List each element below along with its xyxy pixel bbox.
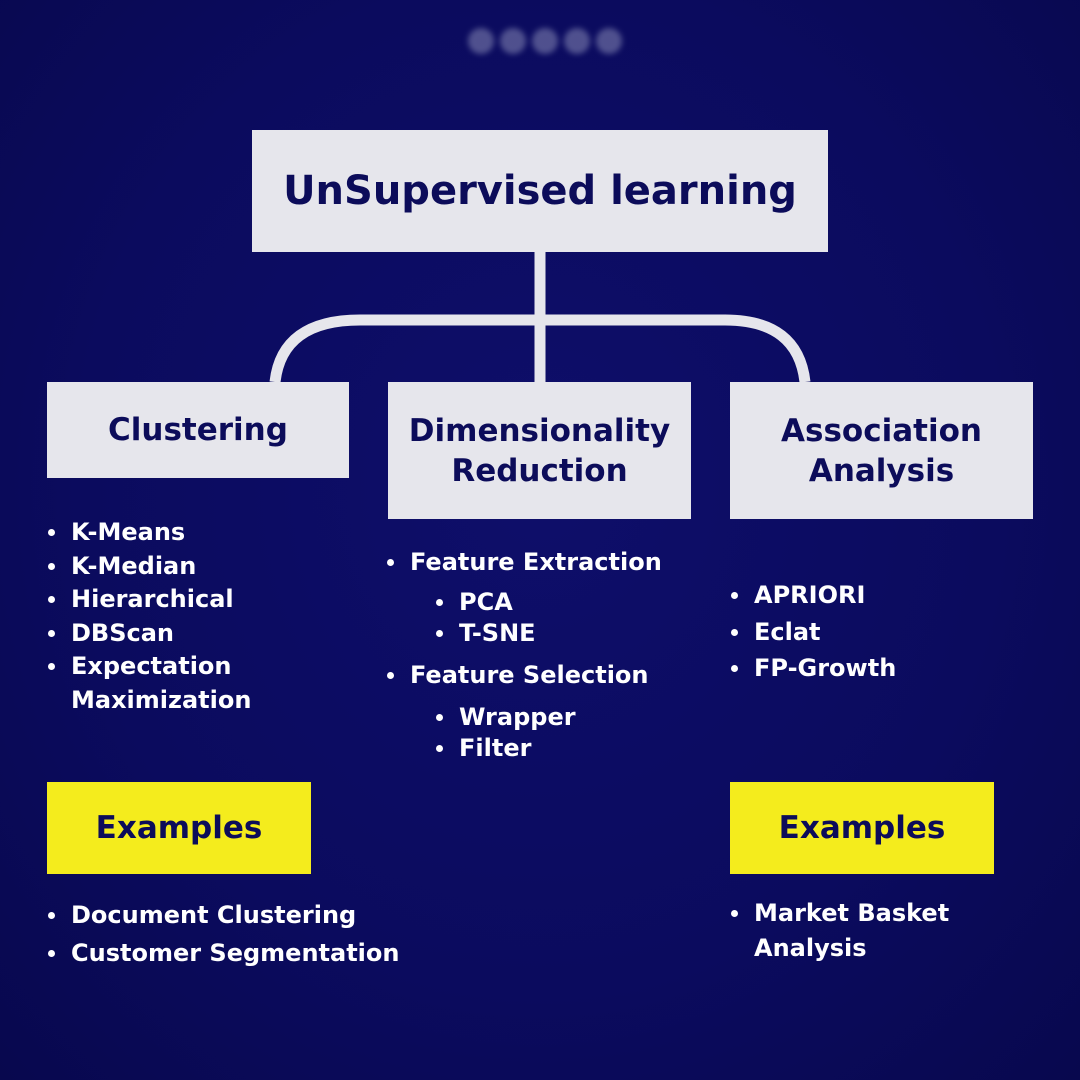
decoration-dot (532, 28, 558, 54)
root-node-title: UnSupervised learning (252, 130, 828, 252)
category-association-analysis: Association Analysis (730, 382, 1033, 519)
list-item: Eclat (730, 614, 896, 651)
list-item: Market Basket Analysis (730, 896, 990, 966)
category-clustering: Clustering (47, 382, 349, 478)
connector-branch (269, 314, 811, 383)
list-item: PCA (435, 587, 536, 618)
blurred-decoration (468, 28, 622, 54)
list-item: K-Median (47, 550, 367, 584)
category-clustering-label: Clustering (108, 412, 288, 448)
clustering-algorithm-list: K-Means K-Median Hierarchical DBScan Exp… (47, 516, 367, 717)
category-dimensionality-label-line-2: Reduction (451, 452, 628, 489)
list-item: DBScan (47, 617, 367, 651)
category-dimensionality-label-line-1: Dimensionality (408, 412, 671, 449)
association-algorithm-list: APRIORI Eclat FP-Growth (730, 577, 896, 687)
category-dimensionality-reduction: Dimensionality Reduction (388, 382, 691, 519)
association-examples-list: Market Basket Analysis (730, 896, 990, 966)
list-item: Customer Segmentation (47, 934, 427, 972)
list-item: Wrapper (435, 702, 576, 733)
list-item: Expectation Maximization (47, 650, 367, 717)
list-item: Filter (435, 733, 576, 764)
list-item: T-SNE (435, 618, 536, 649)
category-association-label-line-1: Association (781, 412, 982, 449)
association-examples-label: Examples (730, 782, 994, 874)
decoration-dot (596, 28, 622, 54)
list-item: Hierarchical (47, 583, 367, 617)
decoration-dot (564, 28, 590, 54)
decoration-dot (500, 28, 526, 54)
decoration-dot (468, 28, 494, 54)
category-association-label-line-2: Analysis (808, 452, 955, 489)
clustering-examples-list: Document Clustering Customer Segmentatio… (47, 896, 427, 972)
feature-extraction-list: PCA T-SNE (435, 587, 536, 648)
feature-selection-list: Wrapper Filter (435, 702, 576, 763)
list-item: APRIORI (730, 577, 896, 614)
feature-extraction-heading: Feature Extraction (386, 546, 662, 578)
list-item: FP-Growth (730, 650, 896, 687)
clustering-examples-label: Examples (47, 782, 311, 874)
feature-selection-heading: Feature Selection (386, 659, 649, 691)
list-item: K-Means (47, 516, 367, 550)
list-item: Document Clustering (47, 896, 427, 934)
